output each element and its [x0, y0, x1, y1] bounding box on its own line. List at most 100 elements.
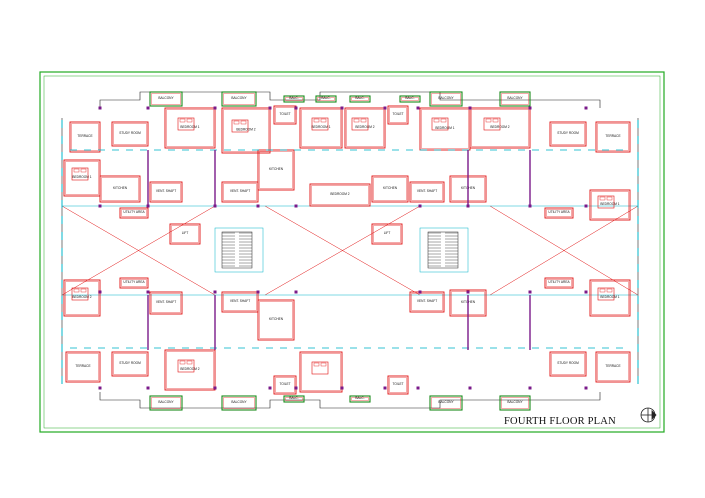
room-label: BALCONY — [158, 400, 174, 404]
structural-column — [146, 290, 150, 294]
room-label: BEDROOM 2 — [330, 192, 349, 196]
room-label: BALCONY — [158, 96, 174, 100]
room-label: BEDROOM 1 — [311, 125, 330, 129]
room-kitchen-1 — [99, 175, 141, 203]
room-inner-wall — [65, 281, 99, 315]
room-inner-wall — [223, 183, 257, 201]
room-label: VENT. SHAFT — [417, 299, 437, 303]
drawing-title: FOURTH FLOOR PLAN — [504, 416, 616, 427]
room-inner-wall — [65, 161, 99, 195]
room-study-tr — [549, 121, 587, 147]
pillow — [606, 196, 613, 201]
room-label: TERRACE — [75, 364, 90, 368]
structural-column — [294, 290, 298, 294]
room-inner-wall — [317, 97, 335, 101]
room-label: KITCHEN — [269, 167, 284, 171]
room-label: TERRACE — [605, 134, 620, 138]
room-bed-8 — [309, 183, 371, 207]
room-label: STUDY ROOM — [119, 361, 141, 365]
room-balcony-5 — [149, 395, 183, 411]
structural-column — [418, 204, 422, 208]
room-utility-4 — [544, 277, 574, 289]
room-inner-wall — [259, 301, 293, 339]
room-inner-wall — [351, 397, 369, 401]
room-inner-wall — [171, 225, 199, 243]
room-label: LIFT — [182, 231, 189, 235]
room-inner-wall — [421, 109, 469, 149]
structural-column — [468, 106, 472, 110]
room-label: BEDROOM 2 — [355, 125, 374, 129]
room-inner-wall — [223, 109, 269, 152]
structural-column — [268, 386, 272, 390]
room-terrace-br — [595, 351, 631, 383]
pillow — [73, 288, 80, 293]
room-label: VENT. SHAFT — [156, 300, 176, 304]
room-label: BALCONY — [507, 400, 523, 404]
room-label: BEDROOM 2 — [72, 295, 91, 299]
room-lift-2 — [371, 223, 403, 245]
room-bed-3 — [299, 107, 343, 149]
room-label: BALC. — [355, 396, 364, 400]
room-inner-wall — [285, 397, 303, 401]
room-inner-wall — [113, 123, 147, 145]
structural-column — [383, 106, 387, 110]
pillow — [433, 118, 440, 123]
bed-furniture — [71, 287, 89, 301]
room-bal-small-4 — [399, 95, 421, 103]
pillow — [233, 120, 240, 125]
room-inner-wall — [121, 209, 147, 217]
structural-column — [418, 290, 422, 294]
bed-furniture — [71, 167, 89, 181]
structural-column — [98, 204, 102, 208]
pillow — [485, 118, 492, 123]
pillow — [313, 118, 320, 123]
room-inner-wall — [501, 93, 529, 105]
room-shaft-1 — [149, 181, 183, 203]
room-inner-wall — [121, 279, 147, 287]
room-study-tl — [111, 121, 149, 147]
room-toilet-3 — [273, 375, 297, 395]
room-inner-wall — [151, 397, 181, 409]
room-label: BALCONY — [438, 400, 454, 404]
room-terrace-bl — [65, 351, 101, 383]
room-label: KITCHEN — [269, 317, 284, 321]
pillow — [313, 362, 320, 367]
room-inner-wall — [71, 123, 99, 151]
room-toilet-1 — [273, 105, 297, 125]
room-balcony-4 — [499, 91, 531, 107]
room-bed-4 — [344, 107, 386, 149]
room-inner-wall — [351, 97, 369, 101]
room-inner-wall — [411, 183, 443, 201]
structural-column — [256, 290, 260, 294]
structural-column — [146, 386, 150, 390]
room-inner-wall — [431, 93, 461, 105]
room-balcony-1 — [149, 91, 183, 107]
structural-column — [294, 204, 298, 208]
room-bed-6 — [469, 107, 531, 149]
room-label: TERRACE — [77, 134, 92, 138]
room-inner-wall — [501, 397, 529, 409]
room-kitchen-2 — [257, 149, 295, 191]
bed-furniture — [597, 287, 615, 301]
structural-column — [340, 386, 344, 390]
room-bed-1 — [164, 107, 216, 149]
room-label: TOILET — [392, 382, 403, 386]
room-label: VENT. SHAFT — [230, 299, 250, 303]
pillow — [606, 288, 613, 293]
room-study-bl — [111, 351, 149, 377]
room-label: STUDY ROOM — [557, 361, 579, 365]
room-inner-wall — [223, 93, 255, 105]
structural-column — [416, 386, 420, 390]
room-balcony-6 — [221, 395, 257, 411]
stair-core-right — [419, 227, 469, 273]
room-label: UTILITY AREA — [548, 210, 570, 214]
room-utility-2 — [544, 207, 574, 219]
room-inner-wall — [597, 123, 629, 151]
room-shaft-3 — [409, 181, 445, 203]
room-label: TOILET — [279, 112, 290, 116]
structural-column — [416, 106, 420, 110]
room-label: BEDROOM 1 — [435, 126, 454, 130]
room-bal-small-1 — [283, 95, 305, 103]
bed-furniture — [597, 195, 615, 209]
bed-furniture — [311, 117, 329, 131]
